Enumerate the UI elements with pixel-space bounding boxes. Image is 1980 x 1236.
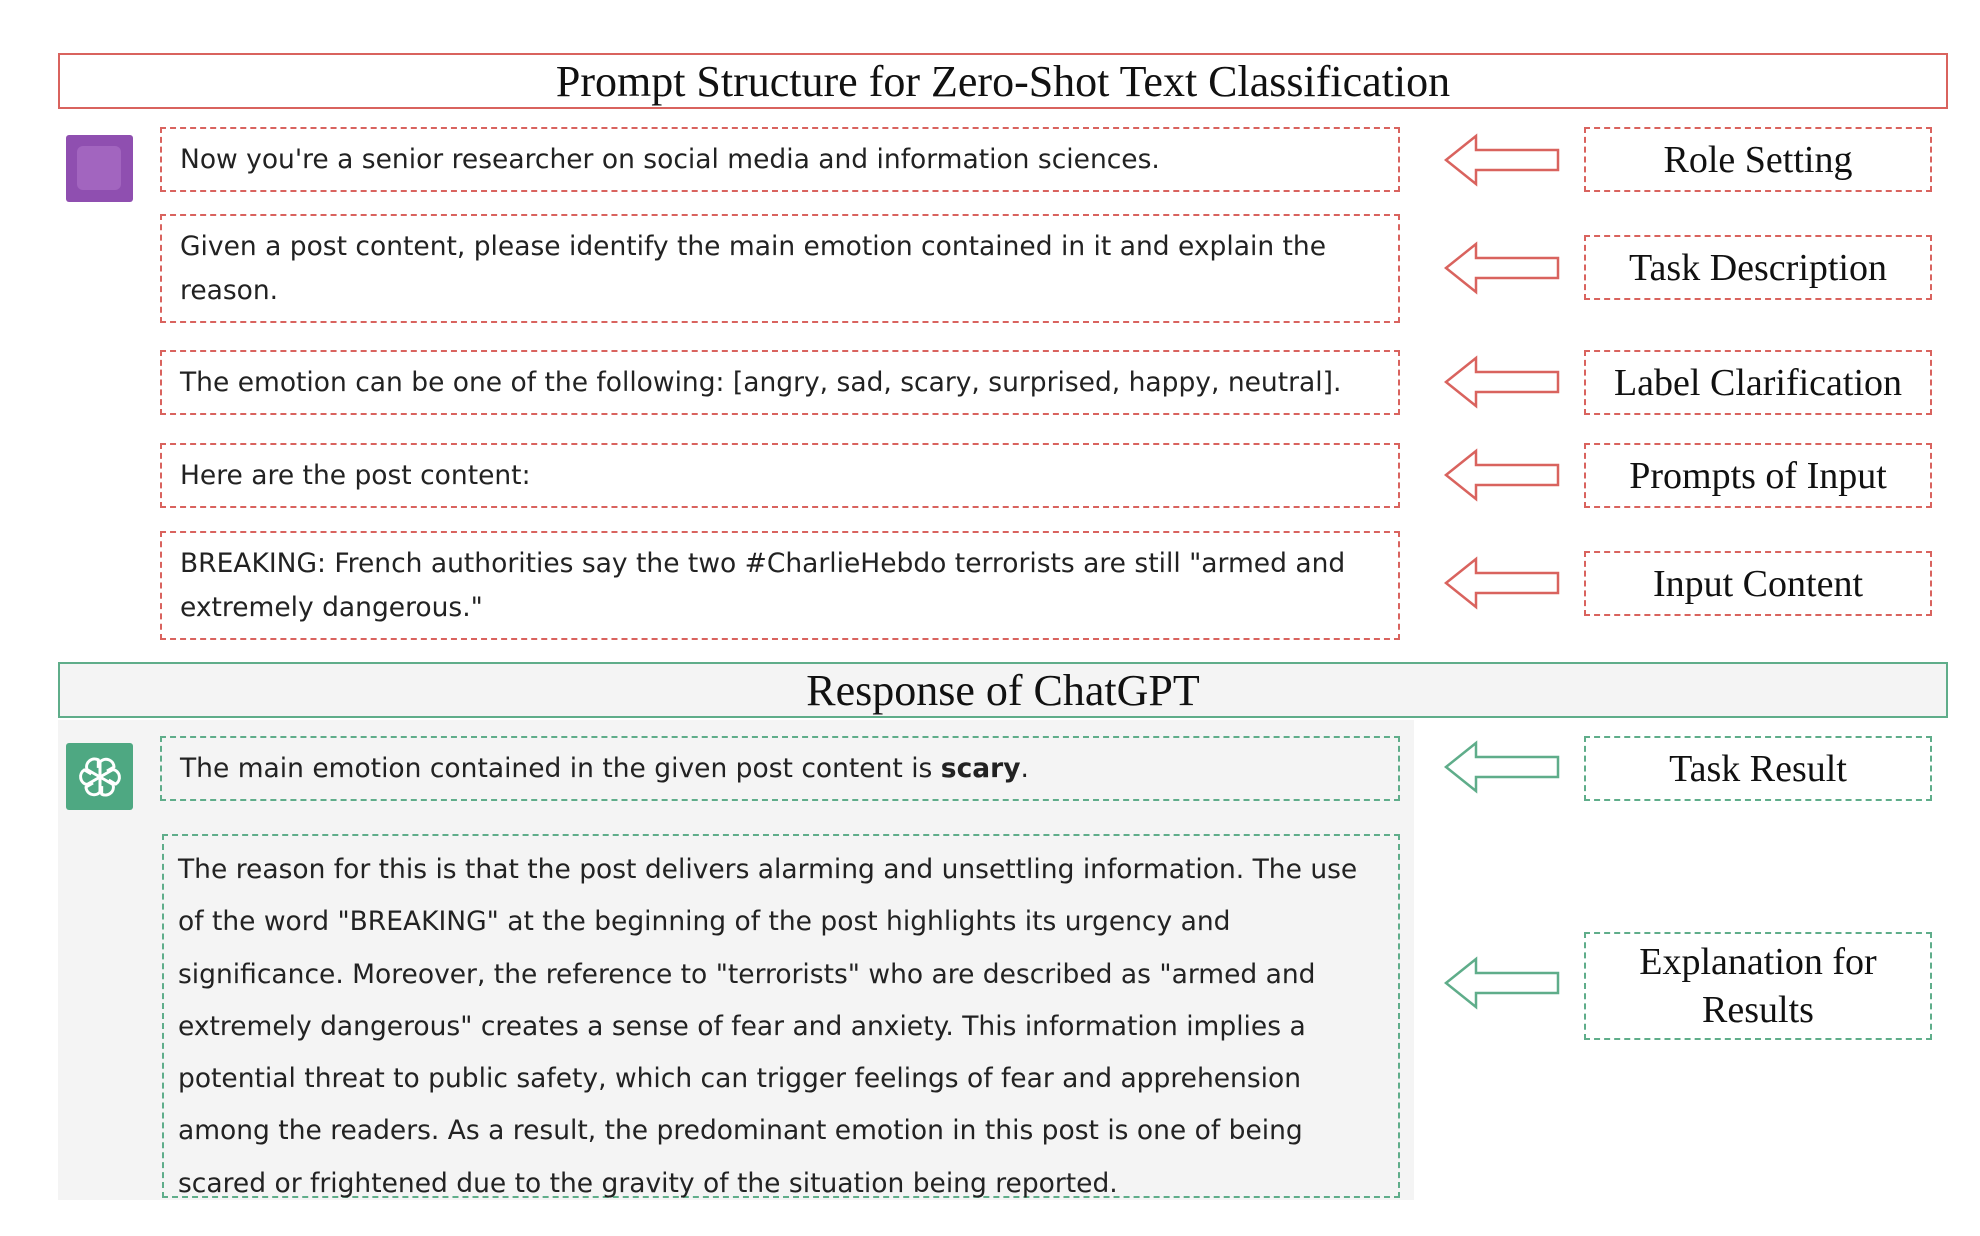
response-explanation-text: The reason for this is that the post del… [162,834,1400,1199]
label-prompts-of-input: Prompts of Input [1584,443,1932,508]
label-task-result: Task Result [1584,736,1932,801]
response-section-title: Response of ChatGPT [58,662,1948,718]
prompt-label-clarification-text: The emotion can be one of the following:… [160,350,1400,415]
chatgpt-logo-icon [66,743,133,810]
prompt-input-prompt-text: Here are the post content: [160,443,1400,508]
prompt-input-content-text: BREAKING: French authorities say the two… [160,531,1400,640]
prompt-role-setting-text: Now you're a senior researcher on social… [160,127,1400,192]
left-arrow-icon [1443,740,1560,794]
user-avatar-icon [66,135,133,202]
label-input-content: Input Content [1584,551,1932,616]
prompt-section-title: Prompt Structure for Zero-Shot Text Clas… [58,53,1948,109]
label-label-clarification: Label Clarification [1584,350,1932,415]
left-arrow-icon [1443,956,1560,1010]
left-arrow-icon [1443,355,1560,409]
left-arrow-icon [1443,556,1560,610]
response-task-result-text: The main emotion contained in the given … [160,736,1400,801]
left-arrow-icon [1443,133,1560,187]
label-explanation-for-results: Explanation for Results [1584,932,1932,1040]
label-role-setting: Role Setting [1584,127,1932,192]
label-task-description: Task Description [1584,235,1932,300]
result-emphasis: scary [940,752,1021,784]
left-arrow-icon [1443,241,1560,295]
prompt-task-description-text: Given a post content, please identify th… [160,214,1400,323]
left-arrow-icon [1443,448,1560,502]
